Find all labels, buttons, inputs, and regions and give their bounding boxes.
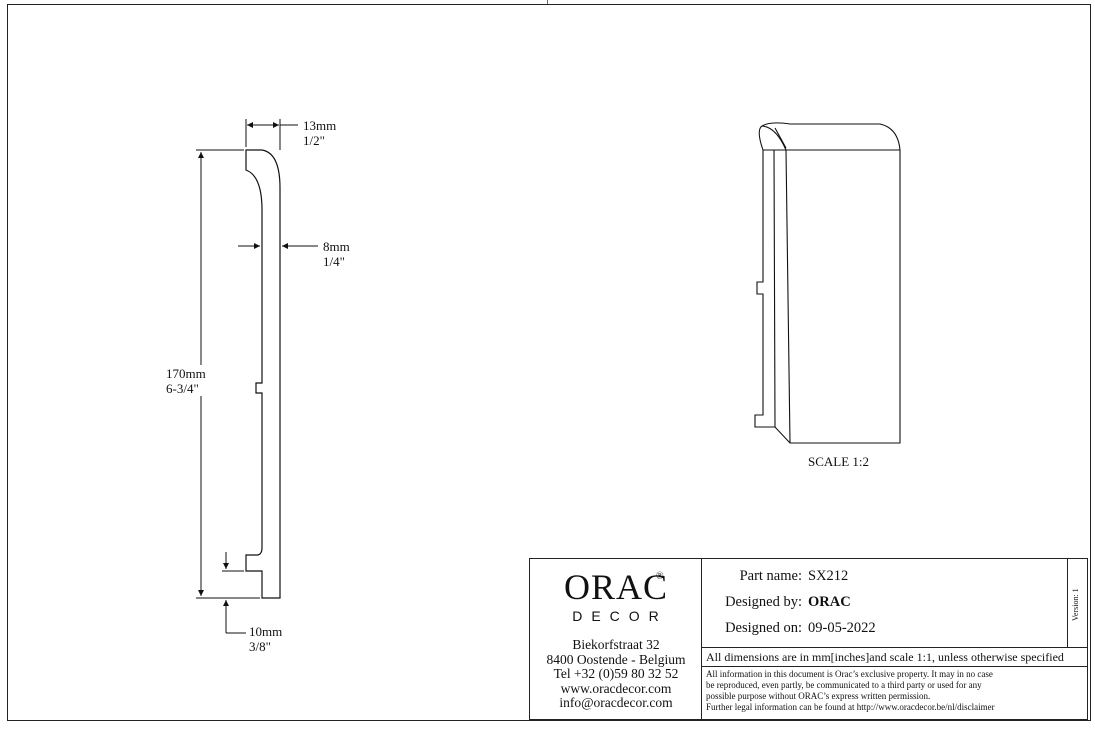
company-panel: ORAC ® DECOR Biekorfstraat 32 8400 Ooste… bbox=[530, 559, 702, 719]
orac-logo: ORAC ® DECOR bbox=[530, 569, 702, 624]
dim-height bbox=[196, 149, 260, 599]
version-label: Version: 1 bbox=[1071, 588, 1080, 621]
dim-top-width-mm: 13mm bbox=[303, 118, 337, 133]
field-designed-on: Designed on: 09-05-2022 bbox=[702, 620, 1002, 637]
dim-thickness-inch: 1/4" bbox=[323, 254, 345, 269]
dim-bottom-mm: 10mm bbox=[249, 624, 283, 639]
dim-bottom bbox=[222, 552, 246, 634]
designed-on-label: Designed on: bbox=[725, 620, 802, 636]
scale-label: SCALE 1:2 bbox=[808, 454, 870, 469]
designed-on-value: 09-05-2022 bbox=[808, 620, 876, 636]
disclaimer-line: All information in this document is Orac… bbox=[706, 669, 993, 679]
dim-top-width-inch: 1/2" bbox=[303, 133, 325, 148]
dim-height-label: 170mm 6-3/4" bbox=[166, 366, 206, 396]
top-marker bbox=[547, 0, 548, 4]
address-email[interactable]: info@oracdecor.com bbox=[559, 695, 673, 710]
sheet-frame bbox=[7, 4, 1091, 721]
field-part-name: Part name: SX212 bbox=[702, 568, 1002, 585]
version-cell: Version: 1 bbox=[1067, 559, 1087, 647]
disclaimer-line: be reproduced, even partly, be communica… bbox=[706, 680, 982, 690]
dim-height-inch: 6-3/4" bbox=[166, 381, 199, 396]
company-address: Biekorfstraat 32 8400 Oostende - Belgium… bbox=[530, 637, 702, 711]
designed-by-label: Designed by: bbox=[725, 594, 802, 610]
logo-wordmark: ORAC bbox=[563, 567, 669, 607]
address-tel: Tel +32 (0)59 80 32 52 bbox=[553, 666, 679, 681]
registered-mark: ® bbox=[656, 571, 664, 582]
dimensions-note: All dimensions are in mm[inches]and scal… bbox=[702, 647, 1088, 667]
dim-top-width-label: 13mm 1/2" bbox=[303, 118, 336, 148]
dim-height-mm: 170mm bbox=[166, 366, 206, 381]
field-designed-by: Designed by: ORAC bbox=[702, 594, 1002, 611]
title-block: ORAC ® DECOR Biekorfstraat 32 8400 Ooste… bbox=[529, 558, 1088, 720]
part-name-label: Part name: bbox=[739, 568, 802, 584]
part-name-value: SX212 bbox=[808, 568, 849, 584]
dim-bottom-inch: 3/8" bbox=[249, 639, 271, 654]
logo-subtitle: DECOR bbox=[572, 608, 668, 624]
disclaimer: All information in this document is Orac… bbox=[702, 669, 1092, 713]
disclaimer-line: possible purpose without ORAC’s express … bbox=[706, 691, 931, 701]
address-city: 8400 Oostende - Belgium bbox=[546, 651, 686, 667]
address-street: Biekorfstraat 32 bbox=[572, 637, 660, 652]
profile-section bbox=[245, 149, 281, 599]
isometric-view bbox=[754, 122, 901, 444]
dim-bottom-label: 10mm 3/8" bbox=[249, 624, 282, 654]
designed-by-value: ORAC bbox=[808, 594, 851, 610]
address-web[interactable]: www.oracdecor.com bbox=[560, 680, 672, 696]
dim-top-width bbox=[245, 119, 298, 150]
part-fields: Part name: SX212 Designed by: ORAC Designe… bbox=[702, 559, 1066, 647]
dim-thickness-mm: 8mm bbox=[323, 239, 350, 254]
dim-thickness-label: 8mm 1/4" bbox=[323, 239, 350, 269]
disclaimer-line: Further legal information can be found a… bbox=[706, 702, 995, 712]
